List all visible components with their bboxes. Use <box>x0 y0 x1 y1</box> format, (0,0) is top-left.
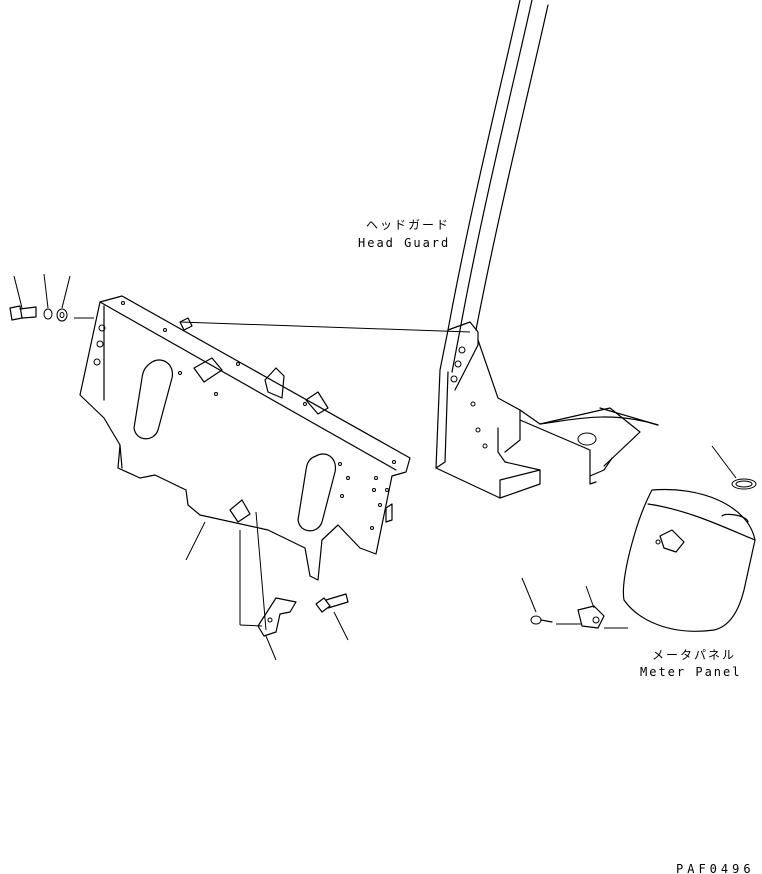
meter-panel <box>622 478 757 632</box>
head-guard-post <box>435 0 659 499</box>
meter-panel-label-en: Meter Panel <box>640 665 742 679</box>
bolt-set-left <box>9 305 68 322</box>
meter-panel-label-jp: メータパネル <box>652 648 737 662</box>
meter-panel-hardware <box>530 605 605 629</box>
mounting-bracket <box>257 593 349 637</box>
head-guard-label-jp: ヘッドガード <box>366 218 451 232</box>
dash-panel-cover <box>79 295 411 581</box>
drawing-code: PAF0496 <box>676 862 755 874</box>
head-guard-label-en: Head Guard <box>358 236 451 250</box>
leader-lines <box>13 273 737 661</box>
